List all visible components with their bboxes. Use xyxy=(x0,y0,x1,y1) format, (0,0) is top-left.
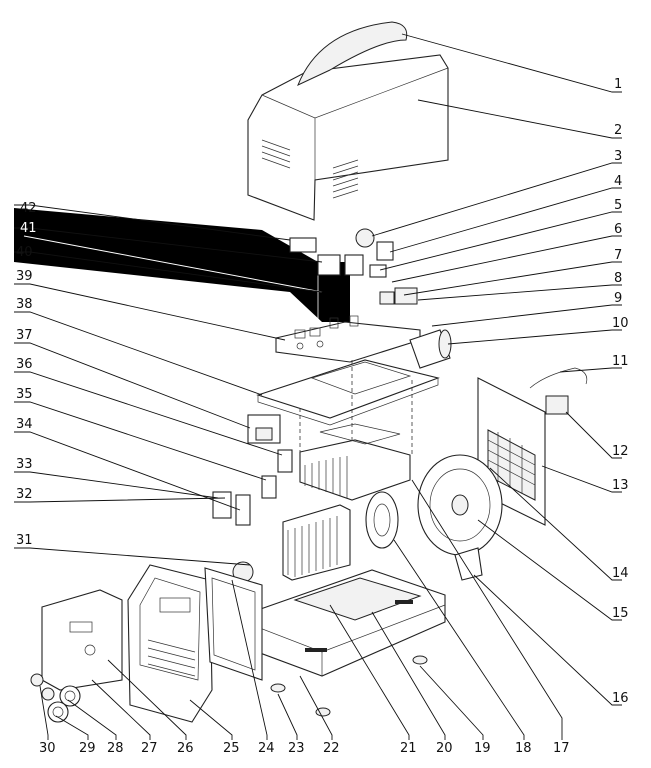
callout-31: 31 xyxy=(16,533,33,548)
callout-15: 15 xyxy=(612,606,629,621)
callout-3: 3 xyxy=(614,149,622,164)
small-plates xyxy=(212,449,293,526)
callout-24: 24 xyxy=(258,741,275,756)
callout-8: 8 xyxy=(614,271,622,286)
callout-11: 11 xyxy=(612,354,629,369)
transformer-block xyxy=(247,414,281,444)
callout-9: 9 xyxy=(614,291,622,306)
callout-23: 23 xyxy=(288,741,305,756)
callout-42: 42 xyxy=(20,201,37,216)
top-cover xyxy=(247,21,449,221)
top-plate xyxy=(256,359,440,426)
callout-35: 35 xyxy=(16,387,33,402)
callout-30: 30 xyxy=(39,741,56,756)
callout-33: 33 xyxy=(16,457,33,472)
clamp-part xyxy=(454,547,483,581)
rubber-feet xyxy=(270,655,428,717)
callout-28: 28 xyxy=(107,741,124,756)
cooling-fan xyxy=(417,454,503,556)
callout-14: 14 xyxy=(612,566,629,581)
callout-32: 32 xyxy=(16,487,33,502)
callout-4: 4 xyxy=(614,174,622,189)
callout-1: 1 xyxy=(614,77,622,92)
front-panel-plate xyxy=(41,589,123,691)
callout-17: 17 xyxy=(553,741,570,756)
callout-26: 26 xyxy=(177,741,194,756)
callout-40: 40 xyxy=(16,245,33,260)
callout-12: 12 xyxy=(612,444,629,459)
callout-10: 10 xyxy=(612,316,629,331)
callout-21: 21 xyxy=(400,741,417,756)
parts-drawing xyxy=(14,21,588,723)
callout-34: 34 xyxy=(16,417,33,432)
control-components xyxy=(289,228,418,305)
callout-27: 27 xyxy=(141,741,158,756)
callout-19: 19 xyxy=(474,741,491,756)
callout-29: 29 xyxy=(79,741,96,756)
callout-20: 20 xyxy=(436,741,453,756)
callout-41: 41 xyxy=(20,221,37,236)
power-cable xyxy=(529,367,588,415)
leader-lines-left xyxy=(14,204,323,566)
toroid-coil xyxy=(365,491,399,549)
callout-38: 38 xyxy=(16,297,33,312)
callout-labels-bottom: 17 18 19 20 21 22 23 24 25 26 27 28 29 3… xyxy=(39,741,570,756)
callout-7: 7 xyxy=(614,248,622,263)
callout-labels-right: 1 2 3 4 5 6 7 8 9 10 11 12 13 14 15 16 xyxy=(612,77,629,706)
front-bezel xyxy=(127,564,263,723)
callout-37: 37 xyxy=(16,328,33,343)
callout-5: 5 xyxy=(614,198,622,213)
leader-lines xyxy=(39,33,622,740)
callout-6: 6 xyxy=(614,222,622,237)
callout-18: 18 xyxy=(515,741,532,756)
assembly-guides xyxy=(299,360,413,455)
callout-16: 16 xyxy=(612,691,629,706)
callout-25: 25 xyxy=(223,741,240,756)
callout-labels-left: 31 32 33 34 35 36 37 38 39 40 41 42 xyxy=(16,201,37,548)
callout-13: 13 xyxy=(612,478,629,493)
callout-39: 39 xyxy=(16,269,33,284)
heatsink xyxy=(299,423,411,501)
finned-stack xyxy=(282,504,351,581)
callout-36: 36 xyxy=(16,357,33,372)
callout-22: 22 xyxy=(323,741,340,756)
callout-2: 2 xyxy=(614,123,622,138)
control-pcb xyxy=(275,315,421,363)
